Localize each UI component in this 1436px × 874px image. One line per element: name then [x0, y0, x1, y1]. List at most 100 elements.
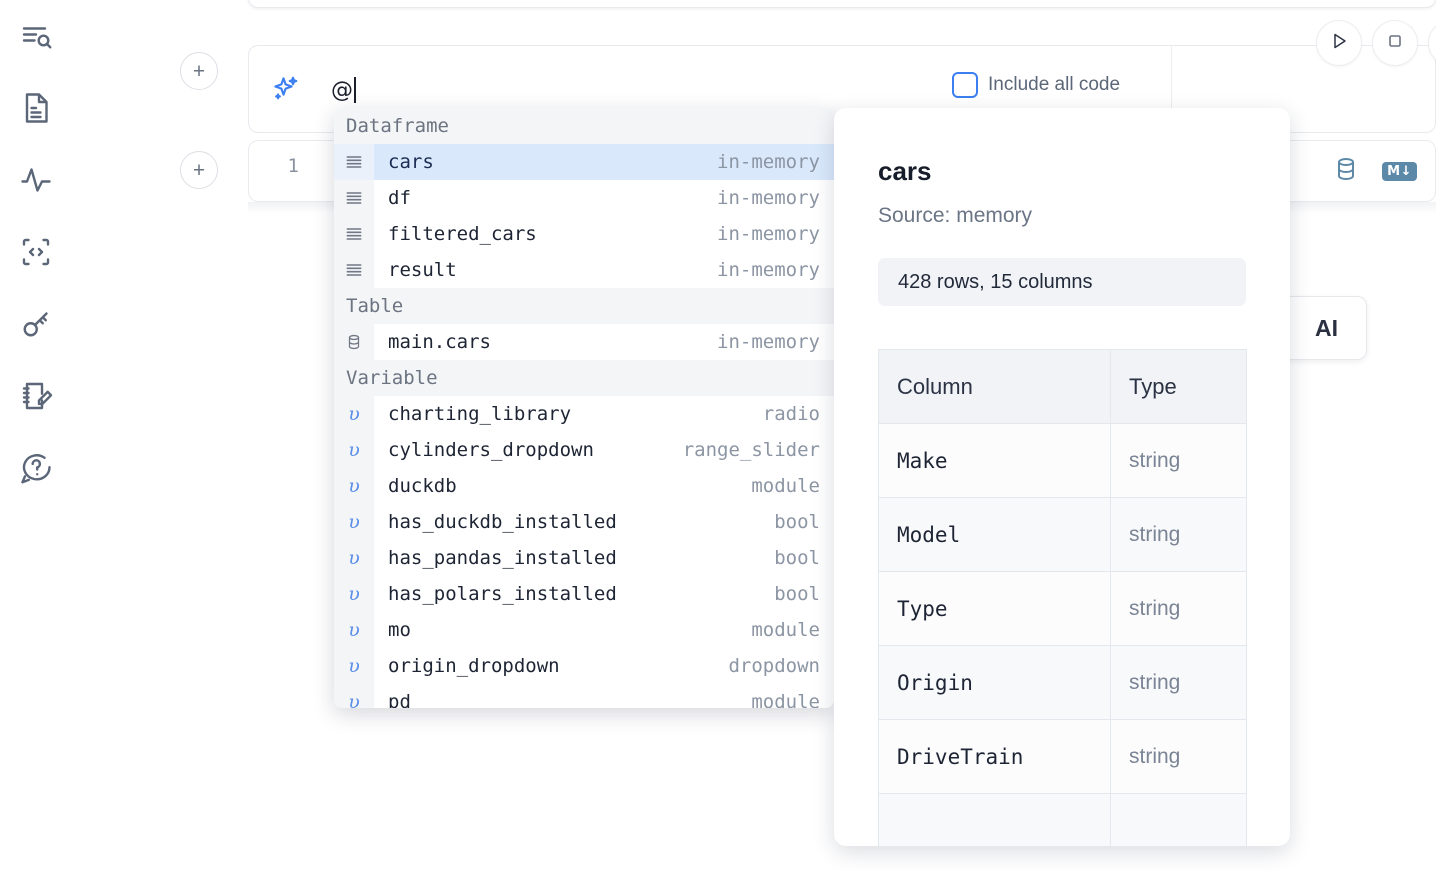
schema-column-type: string [1110, 719, 1247, 794]
autocomplete-group-header: Dataframe [334, 108, 834, 144]
autocomplete-item-type: in-memory [717, 187, 820, 209]
variable-icon: υ [334, 612, 374, 648]
variable-icon: υ [334, 432, 374, 468]
table-database-icon [334, 324, 374, 360]
autocomplete-item-type: in-memory [717, 259, 820, 281]
schema-column-name: Type [878, 571, 1111, 646]
scratchpad-edit-icon [18, 378, 54, 414]
add-cell-button-top[interactable]: + [180, 52, 218, 90]
include-all-code-toggle[interactable]: Include all code [952, 72, 1120, 98]
autocomplete-item[interactable]: υ has_pandas_installed bool [334, 540, 834, 576]
autocomplete-item-name: filtered_cars [388, 223, 537, 245]
autocomplete-group-header: Variable [334, 360, 834, 396]
autocomplete-item-name: origin_dropdown [388, 655, 560, 677]
include-all-code-checkbox[interactable] [952, 72, 978, 98]
text-caret [354, 77, 356, 103]
schema-column-name: DriveTrain [878, 719, 1111, 794]
autocomplete-item[interactable]: result in-memory [334, 252, 834, 288]
sidebar-item-file-document[interactable] [14, 86, 58, 130]
autocomplete-item-name: df [388, 187, 411, 209]
autocomplete-item-name: main.cars [388, 331, 491, 353]
autocomplete-item-name: has_duckdb_installed [388, 511, 617, 533]
autocomplete-item-name: cylinders_dropdown [388, 439, 594, 461]
preview-source: Source: memory [878, 204, 1033, 227]
sidebar-item-explore-search[interactable] [14, 14, 58, 58]
autocomplete-item[interactable]: df in-memory [334, 180, 834, 216]
run-button[interactable] [1316, 20, 1362, 66]
ai-prompt-value: @ [331, 77, 353, 103]
sidebar-rail [0, 0, 72, 874]
ai-prompt-input[interactable]: @ [331, 74, 1151, 106]
table-header-row: Column Type [878, 349, 1247, 424]
autocomplete-item-name: result [388, 259, 457, 281]
autocomplete-item[interactable]: υ origin_dropdown dropdown [334, 648, 834, 684]
plus-icon: + [192, 59, 206, 83]
autocomplete-item-name: has_pandas_installed [388, 547, 617, 569]
add-cell-button-bottom[interactable]: + [180, 151, 218, 189]
stop-button[interactable] [1372, 20, 1418, 66]
previous-cell-partial [248, 0, 1436, 8]
dataframe-preview-panel: cars Source: memory 428 rows, 15 columns… [834, 108, 1290, 846]
plus-icon: + [192, 158, 206, 182]
autocomplete-item-type: bool [774, 583, 820, 605]
autocomplete-item-name: pd [388, 691, 411, 708]
autocomplete-item-type: module [751, 691, 820, 708]
sidebar-item-activity[interactable] [14, 158, 58, 202]
schema-column-name: Model [878, 497, 1111, 572]
autocomplete-item[interactable]: υ charting_library radio [334, 396, 834, 432]
sidebar-item-scratchpad[interactable] [14, 374, 58, 418]
autocomplete-item-type: radio [762, 403, 820, 425]
markdown-letter: M [1387, 164, 1401, 179]
schema-column-type: string [1110, 645, 1247, 720]
sidebar-item-secrets[interactable] [14, 302, 58, 346]
variable-icon: υ [334, 540, 374, 576]
preview-shape-badge: 428 rows, 15 columns [878, 258, 1246, 306]
cell-toolbar: M↓ [1332, 155, 1417, 188]
preview-title: cars [878, 156, 932, 186]
column-header-type: Type [1110, 349, 1247, 424]
stop-square-icon [1383, 29, 1407, 58]
variable-icon: υ [334, 396, 374, 432]
help-question-icon [18, 450, 54, 486]
autocomplete-item-type: in-memory [717, 331, 820, 353]
generate-with-ai-label: AI [1315, 314, 1338, 341]
schema-column-name: Origin [878, 645, 1111, 720]
autocomplete-item-type: bool [774, 547, 820, 569]
sidebar-item-help[interactable] [14, 446, 58, 490]
autocomplete-item-name: has_polars_installed [388, 583, 617, 605]
autocomplete-item-name: charting_library [388, 403, 572, 425]
play-icon [1327, 29, 1351, 58]
autocomplete-item-type: range_slider [682, 439, 820, 461]
autocomplete-item-type: in-memory [717, 151, 820, 173]
autocomplete-item-type: bool [774, 511, 820, 533]
variable-icon: υ [334, 576, 374, 612]
autocomplete-item-type: dropdown [728, 655, 820, 677]
database-icon[interactable] [1332, 155, 1360, 188]
dataframe-icon [334, 252, 374, 288]
autocomplete-item[interactable]: υ cylinders_dropdown range_slider [334, 432, 834, 468]
markdown-badge[interactable]: M↓ [1382, 162, 1417, 181]
activity-pulse-icon [18, 162, 54, 198]
file-document-icon [18, 90, 54, 126]
variable-icon: υ [334, 648, 374, 684]
code-snippet-icon [18, 234, 54, 270]
autocomplete-item-type: module [751, 619, 820, 641]
autocomplete-item[interactable]: υ has_polars_installed bool [334, 576, 834, 612]
variable-icon: υ [334, 468, 374, 504]
autocomplete-item-type: module [751, 475, 820, 497]
sidebar-item-code-snippet[interactable] [14, 230, 58, 274]
explore-search-icon [18, 18, 54, 54]
autocomplete-item[interactable]: main.cars in-memory [334, 324, 834, 360]
